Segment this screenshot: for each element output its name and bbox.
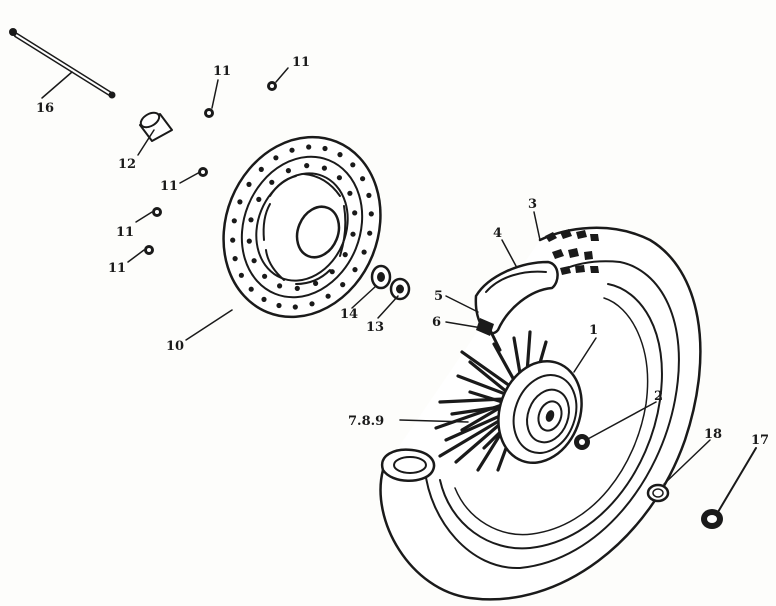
disc-hole bbox=[233, 256, 238, 261]
disc-hole bbox=[352, 210, 357, 215]
disc-hole bbox=[295, 286, 300, 291]
callout-17: 17 bbox=[751, 433, 769, 448]
callout-2: 2 bbox=[654, 389, 663, 404]
wheel-side-collar bbox=[574, 434, 590, 450]
disc-hole bbox=[322, 166, 327, 171]
disc-hole bbox=[350, 162, 355, 167]
disc-hole bbox=[276, 303, 281, 308]
disc-hole bbox=[286, 168, 291, 173]
disc-hole bbox=[256, 197, 261, 202]
disc-hole bbox=[337, 152, 342, 157]
disc-hole bbox=[367, 231, 372, 236]
disc-hole bbox=[350, 232, 355, 237]
callout-18: 18 bbox=[704, 427, 722, 442]
callout-4: 4 bbox=[493, 226, 502, 241]
disc-hole bbox=[269, 180, 274, 185]
disc-hole bbox=[306, 144, 311, 149]
callout-13: 13 bbox=[366, 320, 384, 335]
callout-11-b: 11 bbox=[292, 55, 310, 70]
disc-hole bbox=[309, 301, 314, 306]
callout-11-e: 11 bbox=[108, 261, 126, 276]
disc-hole bbox=[273, 155, 278, 160]
disc-hole bbox=[362, 250, 367, 255]
disc-hole bbox=[352, 267, 357, 272]
disc-hole bbox=[369, 211, 374, 216]
callout-11-a: 11 bbox=[213, 64, 231, 79]
disc-hole bbox=[293, 304, 298, 309]
disc-hole bbox=[237, 199, 242, 204]
disc-hole bbox=[249, 287, 254, 292]
callout-5: 5 bbox=[434, 289, 443, 304]
callout-12: 12 bbox=[118, 157, 136, 172]
callout-10: 10 bbox=[166, 339, 184, 354]
disc-hole bbox=[230, 238, 235, 243]
disc-hole bbox=[252, 258, 257, 263]
disc-hole bbox=[304, 163, 309, 168]
bolt bbox=[144, 245, 154, 255]
disc-hole bbox=[247, 239, 252, 244]
disc-hole bbox=[277, 283, 282, 288]
disc-hole bbox=[322, 146, 327, 151]
axle bbox=[9, 28, 116, 99]
disc-hole bbox=[326, 294, 331, 299]
axle-nut bbox=[701, 509, 723, 529]
disc-hole bbox=[239, 273, 244, 278]
hub-nut bbox=[391, 279, 409, 299]
disc-hole bbox=[347, 191, 352, 196]
brake-disc bbox=[197, 113, 407, 341]
hub-bearing bbox=[372, 266, 390, 288]
callout-6: 6 bbox=[432, 315, 441, 330]
bolt bbox=[204, 108, 214, 118]
disc-hole bbox=[262, 274, 267, 279]
callout-3: 3 bbox=[528, 197, 537, 212]
disc-hole bbox=[360, 176, 365, 181]
axle-washer bbox=[648, 485, 668, 501]
spacer-collar bbox=[138, 110, 172, 141]
callout-11-c: 11 bbox=[160, 179, 178, 194]
callout-1: 1 bbox=[589, 323, 598, 338]
callout-7-8-9: 7.8.9 bbox=[348, 414, 384, 429]
disc-hole bbox=[343, 252, 348, 257]
disc-hole bbox=[366, 193, 371, 198]
disc-hole bbox=[248, 217, 253, 222]
disc-hole bbox=[340, 282, 345, 287]
disc-hole bbox=[259, 167, 264, 172]
disc-hole bbox=[289, 148, 294, 153]
bolt bbox=[152, 207, 162, 217]
callout-16: 16 bbox=[36, 101, 54, 116]
disc-hole bbox=[337, 175, 342, 180]
callout-11-d: 11 bbox=[116, 225, 134, 240]
disc-hole bbox=[246, 182, 251, 187]
callout-14: 14 bbox=[340, 307, 358, 322]
disc-hole bbox=[261, 297, 266, 302]
disc-hole bbox=[232, 218, 237, 223]
